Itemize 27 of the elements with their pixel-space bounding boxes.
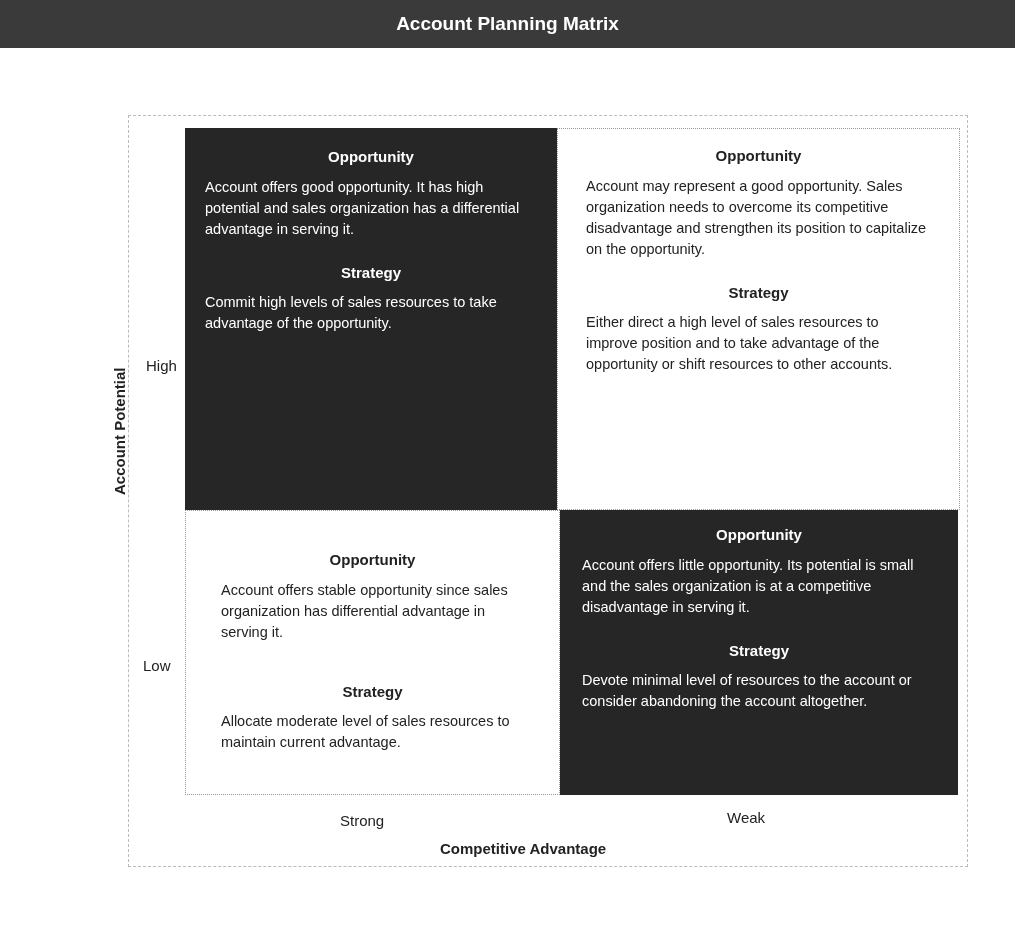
quadrant-box [557, 128, 960, 510]
axis-label: Competitive Advantage [440, 839, 607, 859]
section-heading: Strategy [341, 262, 401, 283]
section-text: Allocate moderate level of sales resources to maintain current advantage. [221, 712, 511, 752]
section-text: Account may represent a good opportunity. Sales organization needs to overcome its competitive disadvantage and strengthen its position to capitalize on the opportunity. [586, 176, 928, 259]
section-text: Account offers stable opportunity since sales organization has differential advantage in serving it. [221, 580, 509, 642]
section-heading: Strategy [728, 282, 789, 303]
section-text: Commit high levels of sales resources to take advantage of the opportunity. [205, 293, 498, 333]
quadrant-box [560, 510, 958, 795]
axis-label: Account Potential [109, 366, 129, 497]
quadrant-box [185, 128, 557, 510]
axis-label: High [146, 356, 177, 376]
quadrant-box [185, 510, 560, 795]
section-heading: Opportunity [715, 146, 802, 166]
section-text: Either direct a high level of sales resources to improve position and to take advantage of the opportunity or shift resources to other accounts. [586, 313, 894, 374]
section-heading: Opportunity [716, 525, 802, 545]
section-heading: Strategy [729, 640, 789, 661]
section-heading: Opportunity [329, 550, 416, 570]
section-text: Account offers good opportunity. It has high potential and sales organization has a differential advantage in serving it. [205, 177, 521, 239]
title-bar: Account Planning Matrix [0, 0, 1015, 48]
section-heading: Strategy [342, 681, 403, 702]
axis-label: Strong [340, 811, 385, 831]
axis-label: Low [143, 656, 171, 676]
axis-label: Weak [727, 808, 766, 828]
section-text: Account offers little opportunity. Its potential is small and the sales organization is at a competitive disadvantage in serving it. [582, 555, 915, 617]
section-text: Devote minimal level of resources to the account or consider abandoning the account altogether. [582, 671, 913, 711]
section-heading: Opportunity [328, 147, 414, 167]
